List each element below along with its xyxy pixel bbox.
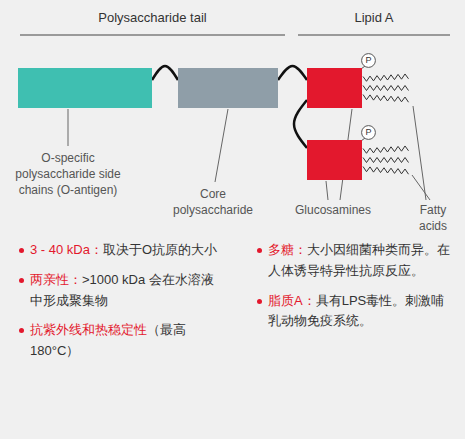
phosphate-symbol: P [361,53,376,68]
leader-line [413,106,426,200]
fatty-acid-chains [363,74,409,174]
phosphate-circle: P [361,125,376,140]
leader-line [412,175,430,200]
core-block: Core polysaccharide [178,68,278,108]
bullet-item: 两亲性：>1000 kDa 会在水溶液中形成聚集物 [30,270,222,312]
bullet-lead: 多糖： [268,242,307,257]
fatty-acid-chain [363,95,409,103]
bullet-lead: 3 - 40 kDa： [30,242,103,257]
leader-line [215,109,228,182]
fatty-acid-chain [363,158,409,163]
section-heading: Polysaccharide tail [20,10,285,27]
fatty-acid-chain [363,74,409,81]
bullet-dot [19,278,24,283]
phosphate-circle: P [361,53,376,68]
bond-connector [294,100,307,148]
bullet-text: 取决于O抗原的大小 [103,242,217,257]
bullet-item: 多糖：大小因细菌种类而异。在人体诱导特异性抗原反应。 [268,240,454,282]
bullet-lead: 脂质A： [268,293,316,308]
bond-connector [152,66,178,80]
section-rule [298,34,450,35]
bullet-item: 脂质A：具有LPS毒性。刺激哺乳动物免疫系统。 [268,291,454,333]
bullet-item: 3 - 40 kDa：取决于O抗原的大小 [30,240,222,261]
bullet-dot [257,248,262,253]
fatty-acid-chain [363,146,409,153]
fatty-acid-chain [363,86,409,91]
bullet-dot [19,248,24,253]
glucosamine-block [307,68,362,108]
phosphate-symbol: P [361,125,376,140]
part-label: Glucosamines [283,203,383,219]
part-label: Fatty acids [410,203,456,234]
bullet-dot [257,299,262,304]
bullet-column: 多糖：大小因细菌种类而异。在人体诱导特异性抗原反应。脂质A：具有LPS毒性。刺激… [268,240,454,341]
section-heading: Lipid A [298,10,450,27]
bond-connector [278,66,307,80]
part-label: O-specific polysaccharide side chains (O… [6,150,130,199]
phosphate-outline [362,54,376,68]
leader-line [326,181,328,200]
o-antigen-block: O-specific polysaccharide side chains (O… [18,68,152,108]
bullet-item: 抗紫外线和热稳定性（最高180°C） [30,320,222,362]
fatty-acid-chain [363,167,409,175]
part-label: Core polysaccharide [163,186,263,218]
bullet-column: 3 - 40 kDa：取决于O抗原的大小两亲性：>1000 kDa 会在水溶液中… [30,240,222,371]
section-rule [20,34,285,35]
leader-line [68,109,69,146]
bullet-lead: 两亲性： [30,272,82,287]
bullet-lead: 抗紫外线和热稳定性 [30,322,147,337]
glucosamine-block [307,140,362,180]
bullet-dot [19,328,24,333]
phosphate-outline [362,126,376,140]
